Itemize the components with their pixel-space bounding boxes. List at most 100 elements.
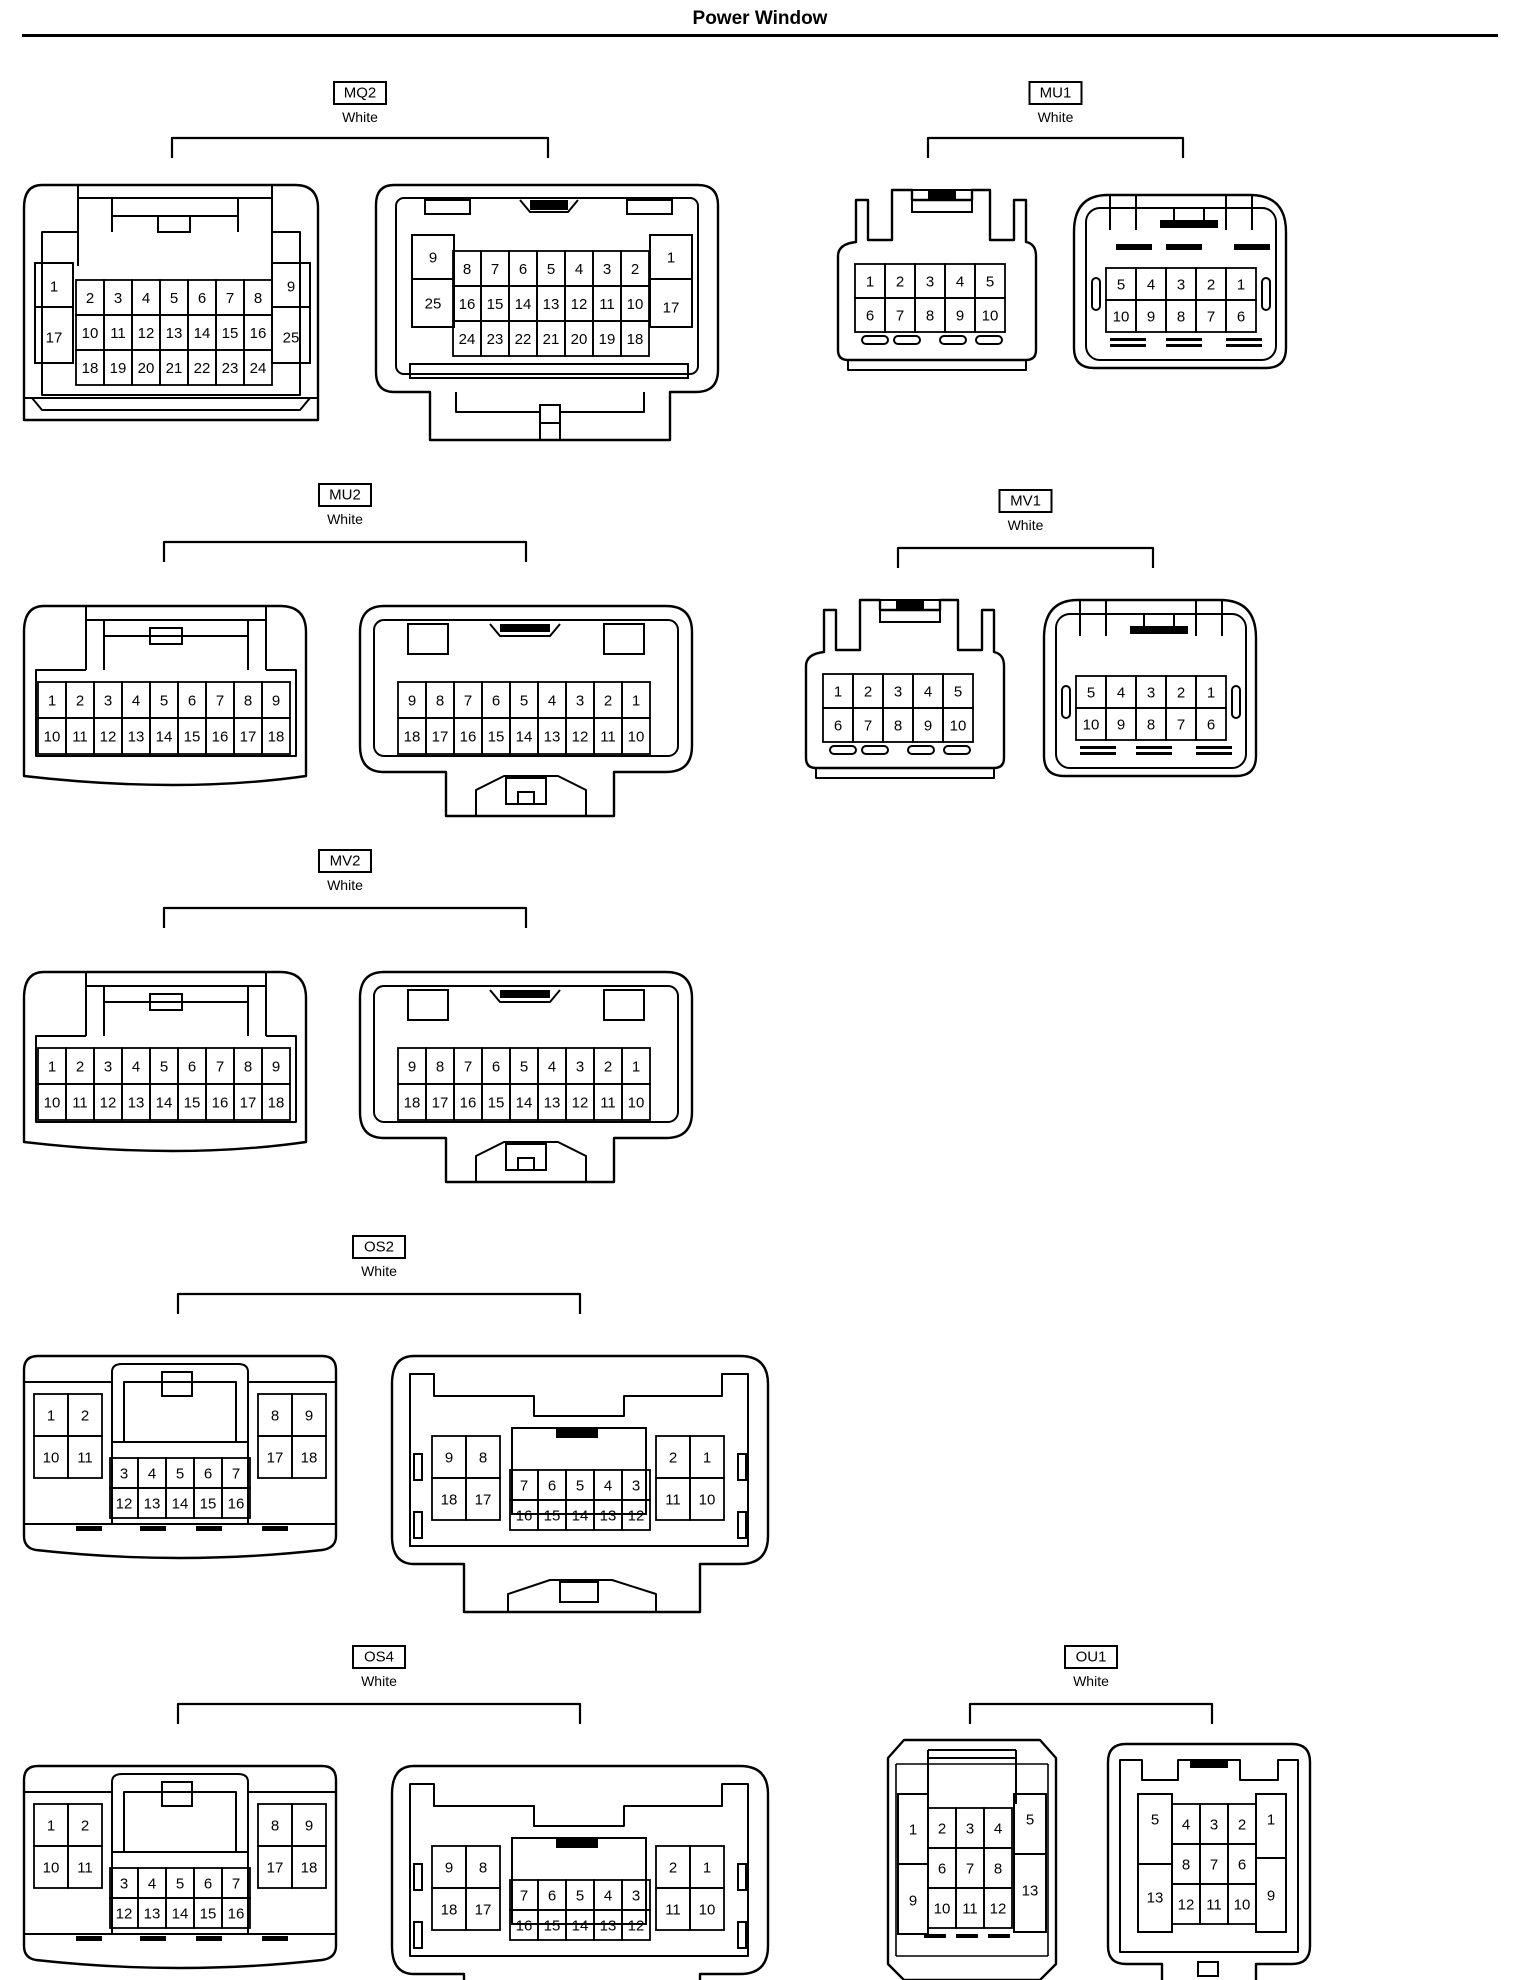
center-cavity: [511, 1427, 647, 1515]
latch-mark: [1234, 244, 1270, 250]
terminal-pin: 2: [852, 673, 884, 709]
pin-number: 6: [198, 290, 206, 307]
pin-number: 14: [515, 296, 532, 313]
pin-number: 8: [244, 1059, 252, 1076]
terminal-pin: 18: [397, 1083, 427, 1121]
terminal-pin: 11: [955, 1887, 985, 1929]
pin-number: 8: [479, 1860, 487, 1877]
terminal-slot: [975, 335, 1003, 345]
terminal-pin: 10: [1075, 707, 1107, 741]
terminal-pin: 7: [453, 1047, 483, 1085]
pin-cell: [689, 1477, 725, 1521]
terminal-pin: 12: [131, 314, 161, 351]
terminal-pin: 10: [689, 1477, 725, 1521]
latch-mark: [76, 1936, 102, 1941]
pin-number: 6: [834, 718, 842, 735]
pin-number: 14: [172, 1496, 189, 1513]
pin-number: 13: [544, 729, 561, 746]
terminal-pin: 5: [974, 263, 1006, 299]
pin-number: 10: [44, 729, 61, 746]
pin-number: 5: [986, 274, 994, 291]
terminal-pin: 9: [1135, 299, 1167, 333]
pin-number: 4: [956, 274, 964, 291]
pin-number: 17: [432, 729, 449, 746]
terminal-pin: 7: [1165, 707, 1197, 741]
latch-mark: [1080, 746, 1116, 749]
terminal-pin: 5: [1105, 267, 1137, 301]
connector-color: White: [1073, 1673, 1109, 1689]
pin-number: 7: [226, 290, 234, 307]
pin-number: 16: [460, 1095, 477, 1112]
terminal-pin: 17: [425, 1083, 455, 1121]
pin-number: 7: [232, 1876, 240, 1893]
pin-number: 10: [1113, 309, 1130, 326]
pin-number: 7: [864, 718, 872, 735]
pin-number: 12: [628, 1508, 645, 1525]
connector-id: MV2: [330, 853, 361, 870]
latch-mark: [1166, 244, 1202, 250]
terminal-pin: 4: [537, 1047, 567, 1085]
terminal-pin: 13: [121, 717, 151, 755]
terminal-pin: 18: [261, 717, 291, 755]
pin-number: 10: [82, 325, 99, 342]
pin-number: 4: [548, 1059, 556, 1076]
terminal-pin: 8: [233, 1047, 263, 1085]
connector-id: OU1: [1076, 1649, 1107, 1666]
side-slot: [413, 1511, 423, 1539]
pin-number: 14: [516, 1095, 533, 1112]
latch-outline: [111, 1363, 249, 1443]
terminal-pin: 4: [131, 279, 161, 316]
housing-frame: [35, 972, 297, 1123]
latch-mark: [196, 1526, 222, 1531]
pin-number: 9: [408, 693, 416, 710]
pin-number: 2: [1177, 685, 1185, 702]
terminal-pin: 9: [431, 1845, 467, 1889]
page-title: Power Window: [692, 8, 828, 29]
connector-color: White: [327, 511, 363, 527]
pin-number: 3: [104, 1059, 112, 1076]
terminal-pin: 3: [565, 1047, 595, 1085]
housing-outline: [22, 604, 308, 787]
side-slot: [1091, 277, 1101, 311]
side-slot: [1231, 685, 1241, 719]
housing-outline: [836, 188, 1038, 362]
pin-number: 24: [459, 331, 476, 348]
pin-number: 21: [166, 360, 183, 377]
terminal-pin: 18: [431, 1887, 467, 1931]
latch-mark: [1130, 626, 1188, 634]
terminal-pin: 6: [537, 1879, 567, 1911]
pin-number: 6: [938, 1861, 946, 1878]
pin-number: 1: [632, 1059, 640, 1076]
terminal-pin: 6: [1227, 1843, 1257, 1885]
terminal-pin: 3: [1199, 1803, 1229, 1845]
latch: [157, 215, 191, 233]
terminal-pin: 1: [621, 681, 651, 719]
center-cavity: [111, 1851, 249, 1935]
lock-tab: [559, 1581, 599, 1603]
housing-outline: [374, 183, 720, 442]
terminal-pin: 22: [187, 349, 217, 386]
pin-number: 1: [703, 1860, 711, 1877]
pin-number: 24: [250, 360, 267, 377]
terminal-pin: 14: [509, 717, 539, 755]
latch-outline: [489, 989, 561, 1003]
pin-number: 11: [599, 296, 615, 313]
pin-number: 1: [47, 1818, 55, 1835]
housing-outline: [390, 1764, 770, 1980]
pin-number: 12: [116, 1496, 133, 1513]
connector-color: White: [1008, 517, 1044, 533]
pin-number: 9: [924, 718, 932, 735]
terminal-pin: 10: [689, 1887, 725, 1931]
pin-number: 18: [441, 1902, 458, 1919]
terminal-pin: 17: [233, 717, 263, 755]
pin-number: 9: [429, 250, 437, 267]
terminal-pin: 4: [121, 681, 151, 719]
terminal-pin: 21: [159, 349, 189, 386]
pin-cell: [1195, 707, 1227, 741]
terminal-pin: 4: [564, 250, 594, 287]
latch-mark: [500, 990, 550, 998]
